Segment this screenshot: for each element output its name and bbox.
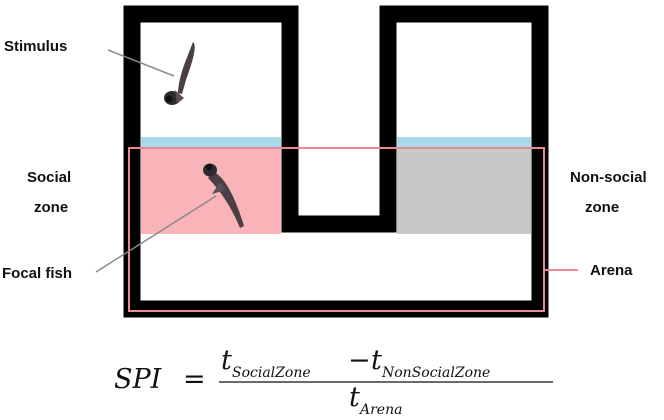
social-zone-label-line1: Social — [27, 169, 71, 186]
stimulus-label: Stimulus — [4, 38, 67, 55]
equation-equals: = — [183, 364, 206, 395]
stimulus-fish-icon — [164, 42, 195, 105]
focal-fish-leader-line — [95, 195, 217, 273]
numerator-t1: t — [221, 345, 232, 376]
nonsocial-zone — [397, 148, 531, 234]
focal-fish-label: Focal fish — [2, 265, 72, 282]
spi-equation: SPI = t SocialZone − t NonSocialZone t A… — [114, 345, 553, 418]
social-zone — [141, 148, 281, 234]
arena-outline — [128, 147, 545, 312]
nonsocial-zone-label-line2: zone — [585, 199, 619, 216]
stimulus-leader-line — [107, 49, 175, 77]
social-zone-label-line2: zone — [34, 199, 68, 216]
denominator-sub: Arena — [358, 402, 402, 418]
equation-minus: − — [348, 345, 371, 376]
numerator-sub1: SocialZone — [232, 365, 311, 381]
left-water-strip — [141, 137, 281, 148]
numerator-t2: t — [371, 345, 382, 376]
arena-label: Arena — [590, 262, 633, 279]
denominator-t: t — [349, 382, 360, 413]
focal-fish-icon — [203, 163, 244, 228]
nonsocial-zone-label-line1: Non-social — [570, 169, 647, 186]
right-water-strip — [397, 137, 531, 148]
tank-wall — [123, 5, 549, 318]
equation-lhs: SPI — [114, 364, 163, 395]
numerator-sub2: NonSocialZone — [381, 365, 490, 381]
